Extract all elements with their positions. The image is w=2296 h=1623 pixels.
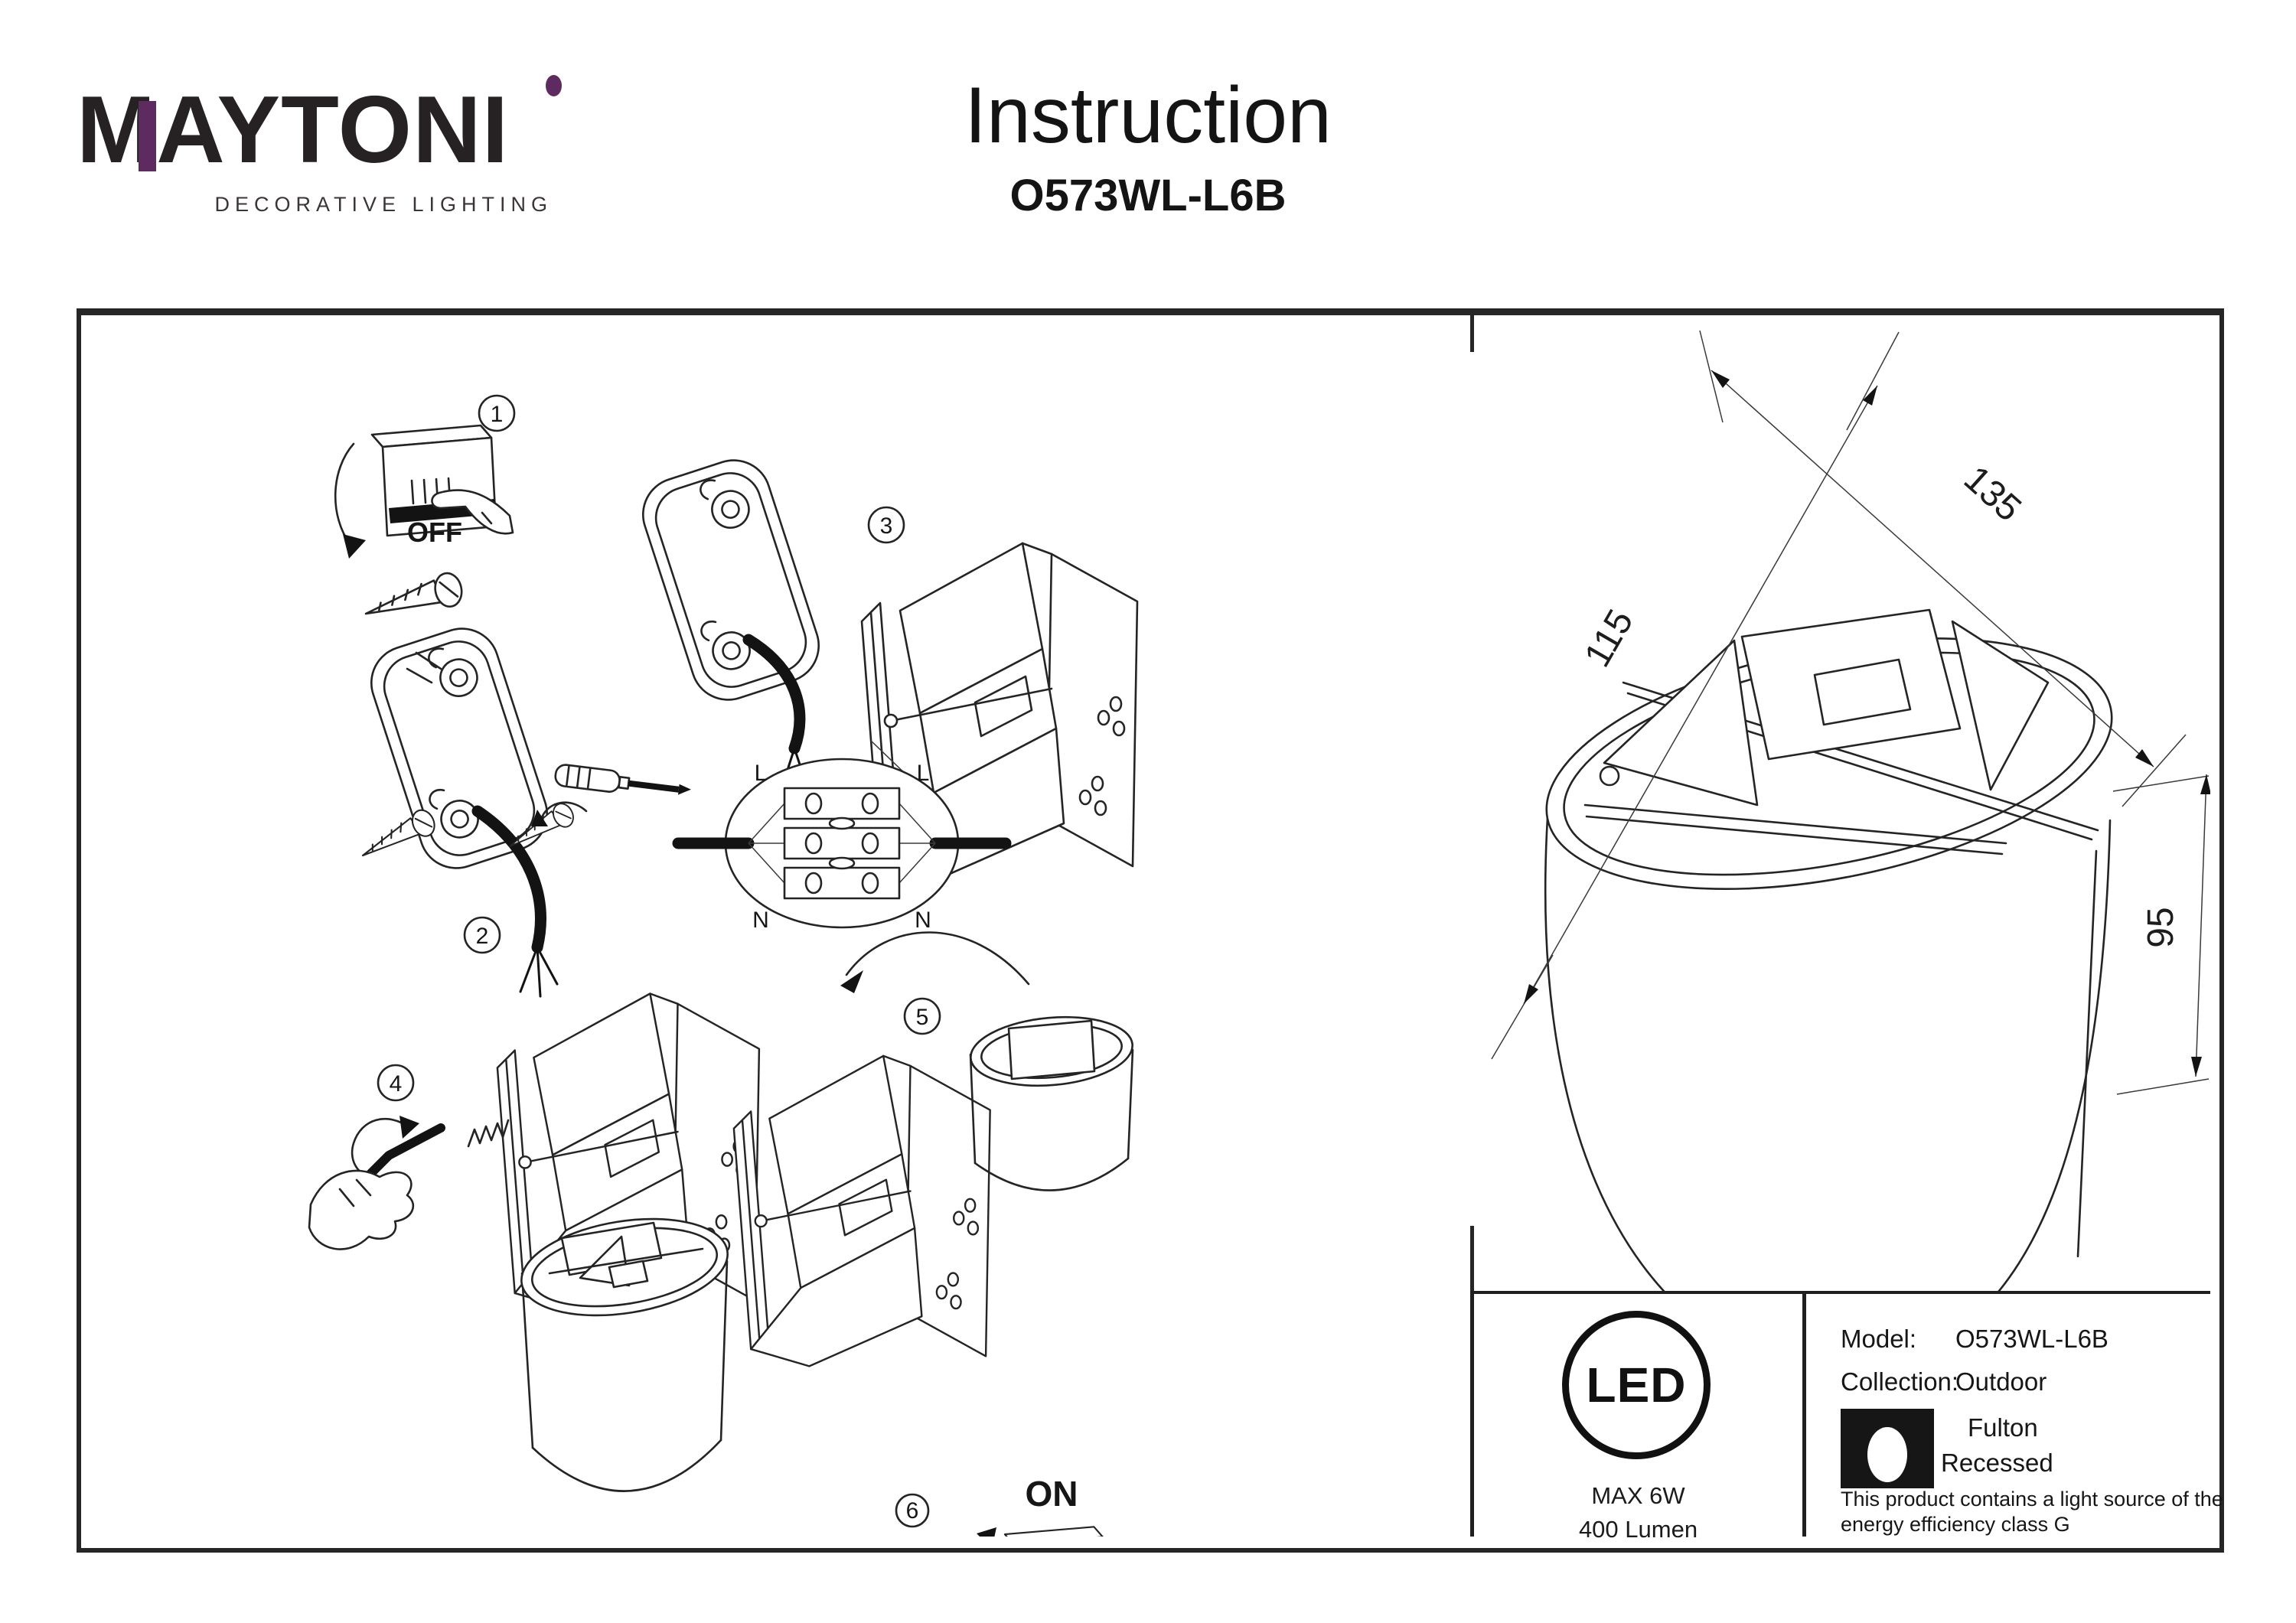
dim-depth-label: 115 [1577, 603, 1641, 674]
screwdriver-icon [553, 762, 693, 803]
step-2-illustration: 2 [354, 618, 559, 998]
max-power: MAX 6W [1591, 1482, 1685, 1509]
screw-icon [360, 569, 466, 625]
cover-shell [969, 1015, 1134, 1191]
led-badge-text: LED [1586, 1357, 1687, 1413]
dim-height-label: 95 [2141, 907, 2181, 947]
model-value: O573WL-L6B [1955, 1325, 2108, 1353]
page-title: Instruction [964, 71, 1332, 160]
wiring-neutral-right-label: N [915, 908, 931, 933]
recessed-light-lens [1867, 1427, 1907, 1482]
logo-accent-dot [546, 75, 562, 96]
wiring-live-left-label: L [755, 761, 768, 786]
screw-rotation-detail [501, 799, 588, 854]
led-badge-icon: LED [1562, 1311, 1711, 1459]
mounting-type: Recessed [1941, 1449, 2053, 1477]
brand-tagline: DECORATIVE LIGHTING [214, 193, 553, 216]
installation-steps-panel: 1 OFF 2 [81, 315, 1470, 1618]
spec-panel: LED MAX 6W 400 Lumen Model: O573WL-L6B C… [1470, 1291, 2223, 1543]
step-5-badge: 5 [916, 1005, 929, 1030]
step-3-badge: 3 [880, 513, 893, 539]
wiring-neutral-left-label: N [752, 908, 769, 933]
step-4-badge: 4 [390, 1071, 403, 1097]
step-2-badge: 2 [476, 924, 489, 949]
step-6-illustration: 6 ON [895, 1474, 1121, 1618]
model-subtitle: O573WL-L6B [1009, 171, 1287, 220]
step-4-illustration: 4 [308, 992, 761, 1312]
lamp-outline [1544, 608, 2113, 1382]
model-cell: Model: O573WL-L6B Collection: Outdoor Fu… [1806, 1294, 2223, 1537]
energy-class-note-line2: energy efficiency class G [1841, 1513, 2070, 1536]
led-cell: LED MAX 6W 400 Lumen [1474, 1294, 1802, 1543]
step-5-illustration: 5 [732, 931, 1134, 1367]
wiring-live-right-label: L [917, 761, 930, 786]
energy-class-note-line1: This product contains a light source of … [1841, 1488, 2223, 1511]
step-6-badge: 6 [906, 1498, 919, 1524]
dim-width-label: 135 [1956, 458, 2029, 530]
collection-value: Outdoor [1955, 1367, 2047, 1396]
wiring-diagram: L L N N [672, 758, 1012, 933]
panel-divider-tick [1470, 1226, 1474, 1291]
installation-steps-drawing: 1 OFF 2 [308, 394, 1139, 1618]
assembled-lamp-illustration [520, 1217, 729, 1492]
spec-panel-divider [1802, 1294, 1806, 1537]
content-frame: 1 OFF 2 [77, 308, 2224, 1618]
dimension-drawing-panel: 115 135 95 [1470, 315, 2211, 1382]
step-1-badge: 1 [491, 402, 504, 427]
switch-on-label: ON [1026, 1474, 1078, 1514]
luminous-flux: 400 Lumen [1578, 1516, 1698, 1543]
brand-logo: MAYTONI [77, 75, 566, 178]
logo-accent-bar [139, 101, 156, 171]
energy-class-note: This product contains a light source of … [1841, 1487, 2227, 1537]
collection-label: Collection: [1841, 1367, 1959, 1396]
series-name: Fulton [1968, 1413, 2038, 1442]
step-1-illustration: 1 OFF [334, 394, 516, 559]
switch-off-label: OFF [407, 517, 462, 548]
column-divider-tick [1470, 315, 1474, 352]
recessed-light-icon [1841, 1409, 1934, 1488]
model-label: Model: [1841, 1325, 1917, 1353]
dimension-95: 95 [2112, 774, 2211, 1095]
dimension-drawing: 115 135 95 [1491, 330, 2211, 1382]
